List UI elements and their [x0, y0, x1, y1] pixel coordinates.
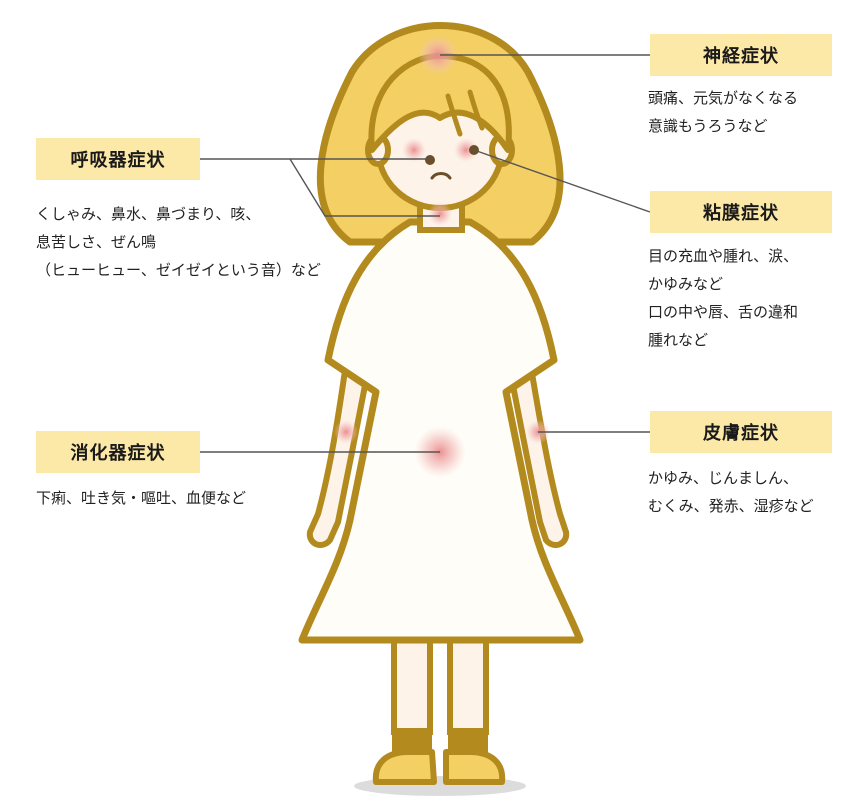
skin-line-1: かゆみ、じんましん、: [648, 469, 799, 487]
neuro-symptoms-description: 頭痛、元気がなくなる 意識もうろうなど: [648, 84, 798, 140]
respiratory-line-1: くしゃみ、鼻水、鼻づまり、咳、: [36, 205, 261, 223]
left-arm: [306, 347, 373, 549]
digestive-line-1: 下痢、吐き気・嘔吐、血便など: [36, 489, 247, 507]
cheek-redness-left: [402, 138, 426, 162]
mucosal-line-4: 腫れなど: [648, 331, 709, 349]
respiratory-line-3: （ヒューヒュー、ゼイゼイという音）など: [36, 261, 321, 279]
left-leg: [391, 633, 433, 735]
skin-symptoms-label: 皮膚症状: [650, 411, 832, 453]
right-leg: [447, 633, 489, 735]
right-shoe: [443, 749, 506, 785]
forehead-redness: [418, 35, 458, 75]
skin-symptoms-description: かゆみ、じんましん、 むくみ、発赤、湿疹など: [648, 464, 814, 520]
left-shoe: [372, 749, 437, 785]
connector-respiratory: [200, 158, 440, 217]
neuro-symptoms-label: 神経症状: [650, 34, 832, 76]
neuro-line-1: 頭痛、元気がなくなる: [648, 89, 799, 107]
skin-line-2: むくみ、発赤、湿疹など: [648, 497, 814, 515]
respiratory-symptoms-description: くしゃみ、鼻水、鼻づまり、咳、 息苦しさ、ぜん鳴 （ヒューヒュー、ゼイゼイという…: [36, 200, 321, 284]
mouth: [430, 172, 452, 180]
cheek-redness-right: [454, 138, 478, 162]
left-eye: [425, 155, 435, 165]
digestive-symptoms-label: 消化器症状: [36, 431, 200, 473]
hair-strand-2: [467, 89, 485, 131]
digestive-symptoms-description: 下痢、吐き気・嘔吐、血便など: [36, 484, 246, 512]
mucosal-line-2: かゆみなど: [648, 275, 724, 293]
mucosal-line-1: 目の充血や腫れ、涙、: [648, 247, 799, 265]
throat-redness: [428, 202, 452, 226]
mucosal-symptoms-description: 目の充血や腫れ、涙、 かゆみなど 口の中や唇、舌の違和 腫れなど: [648, 242, 798, 354]
mucosal-symptoms-label: 粘膜症状: [650, 191, 832, 233]
respiratory-line-2: 息苦しさ、ぜん鳴: [36, 233, 157, 251]
respiratory-symptoms-label: 呼吸器症状: [36, 138, 200, 180]
connector-mucosal: [473, 149, 651, 213]
hair-strand-1: [445, 93, 463, 137]
hair-fringe: [368, 52, 512, 153]
neuro-line-2: 意識もうろうなど: [648, 117, 768, 135]
mucosal-line-3: 口の中や唇、舌の違和: [648, 303, 799, 321]
left-arm-redness: [334, 420, 358, 444]
right-arm: [505, 347, 570, 549]
